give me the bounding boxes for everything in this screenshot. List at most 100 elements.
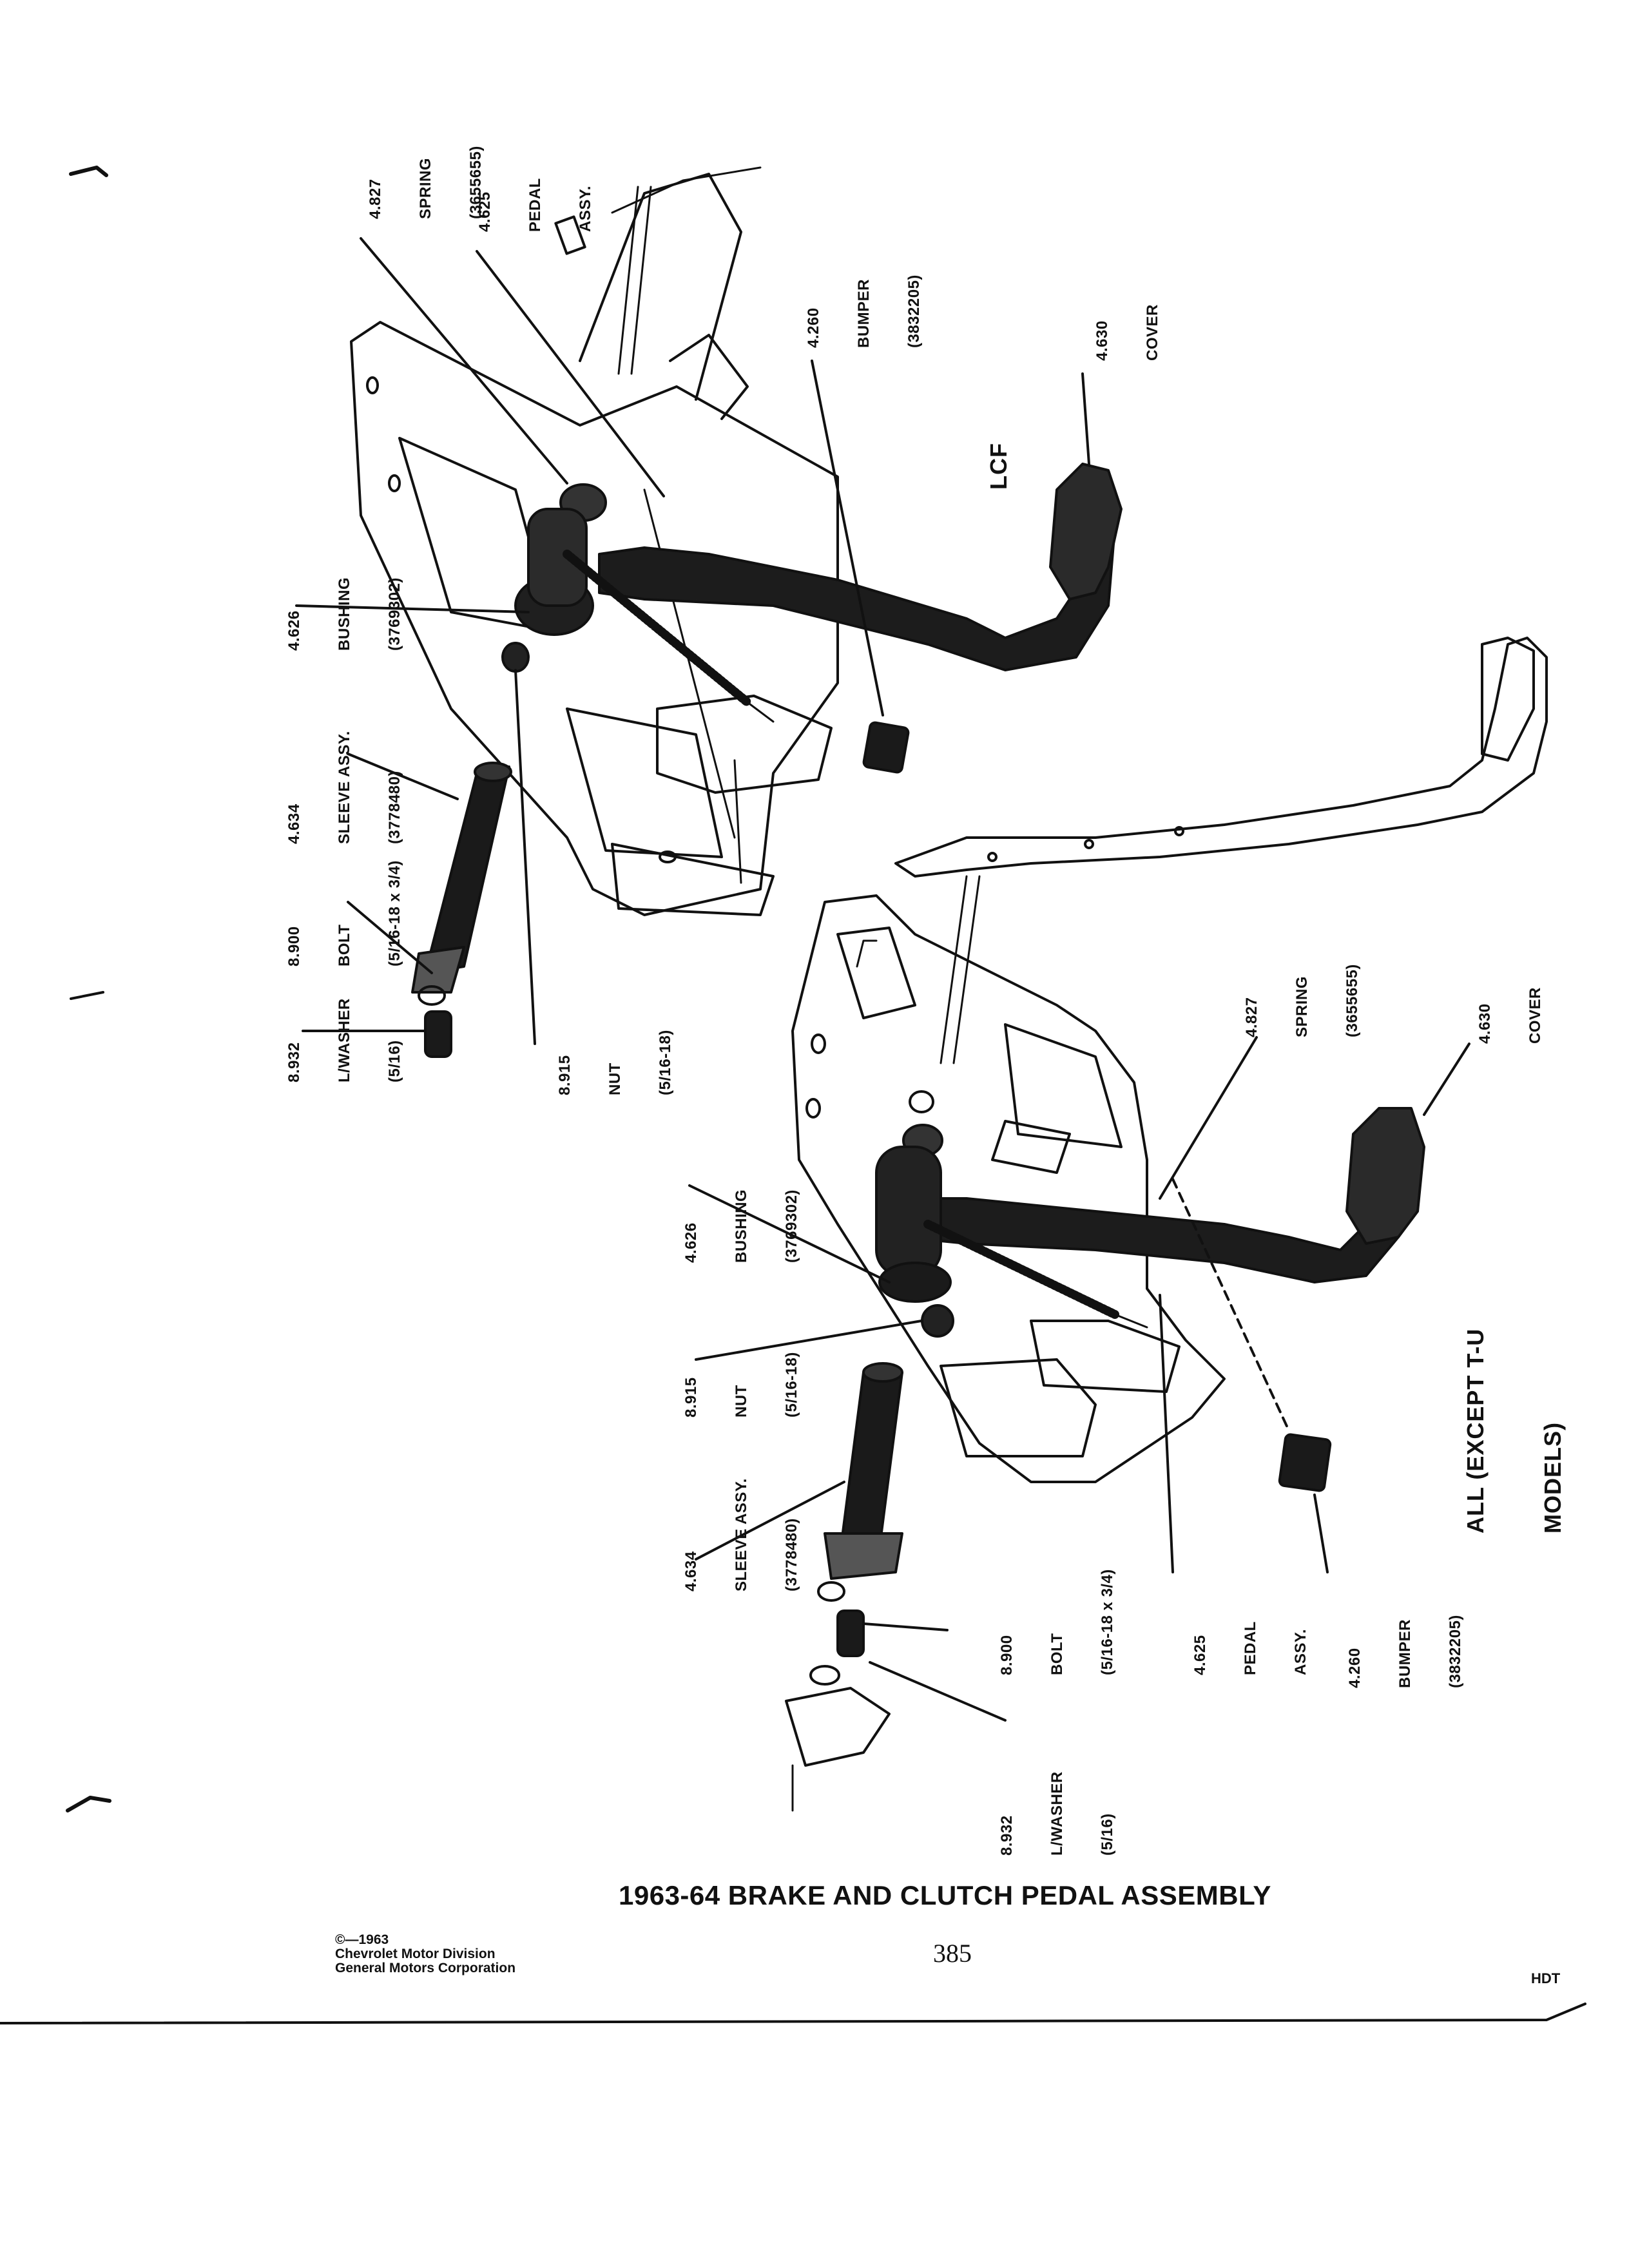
callout-number: 4.630 [1094, 320, 1111, 361]
callout-number: 4.625 [476, 191, 494, 232]
callout-bottom-pedal: 4.625 PEDAL ASSY. [1159, 1621, 1326, 1675]
callout-number: 8.915 [682, 1377, 700, 1418]
lcf-nut [501, 642, 530, 673]
callout-partno: (3769302) [783, 1189, 800, 1263]
group-label-line: ALL (EXCEPT T-U [1462, 1328, 1489, 1533]
clutch-pedal-outline [894, 637, 1548, 878]
callout-bottom-spring: 4.827 SPRING (3655655) [1210, 964, 1378, 1037]
callout-number: 4.626 [682, 1222, 700, 1263]
callout-part: SPRING [417, 157, 434, 219]
group-label-text: LCF [985, 443, 1012, 490]
callout-number: 8.932 [285, 1042, 303, 1082]
all-nut [921, 1304, 954, 1338]
group-label-lcf: LCF [934, 443, 1037, 490]
group-label-all: ALL (EXCEPT T-U MODELS) [1411, 1329, 1592, 1533]
callout-number: 4.626 [285, 610, 303, 651]
page-number: 385 [933, 1939, 972, 1968]
callout-bottom-washer: 8.932 L/WASHER (5/16) [965, 1771, 1133, 1856]
callout-number: 4.827 [367, 178, 384, 219]
callout-part: SPRING [1293, 975, 1311, 1037]
callout-part: L/WASHER [336, 998, 353, 1082]
copyright-block: ©—1963 Chevrolet Motor Division General … [335, 1933, 516, 1975]
callout-number: 8.915 [556, 1055, 574, 1095]
callout-top-pedal: 4.625 PEDAL ASSY. [443, 178, 611, 232]
callout-part: BOLT [336, 924, 353, 966]
lcf-return-spring [563, 550, 775, 723]
copyright-line: ©—1963 [335, 1932, 389, 1947]
callout-partno: (5/16) [1099, 1813, 1116, 1856]
division-line: Chevrolet Motor Division [335, 1946, 496, 1961]
all-bolt [836, 1610, 865, 1657]
callout-partno: ASSY. [577, 186, 594, 232]
callout-part: L/WASHER [1048, 1771, 1066, 1856]
callout-partno: (3832205) [1447, 1615, 1464, 1688]
lcf-bolt [424, 1010, 452, 1058]
all-return-spring [923, 1220, 1148, 1329]
callout-partno: (3655655) [1344, 964, 1361, 1037]
callout-bottom-cover: 4.630 COVER [1443, 987, 1561, 1044]
callout-number: 8.900 [285, 926, 303, 966]
corporation-line: General Motors Corporation [335, 1961, 516, 1975]
all-bumper [1278, 1433, 1332, 1492]
callout-number: 4.634 [682, 1551, 700, 1591]
group-label-line: MODELS) [1539, 1422, 1566, 1533]
callout-partno: (5/16) [386, 1040, 403, 1082]
callout-number: 4.634 [285, 803, 303, 844]
callout-number: 8.900 [998, 1635, 1016, 1675]
callout-partno: (3769302) [386, 577, 403, 651]
callout-part: SLEEVE ASSY. [336, 731, 353, 844]
callout-partno: (3778480) [386, 771, 403, 844]
page-title: 1963-64 BRAKE AND CLUTCH PEDAL ASSEMBLY [619, 1880, 1271, 1910]
callout-number: 4.630 [1476, 1003, 1494, 1044]
lcf-pedal-pad [1049, 463, 1123, 601]
callout-number: 4.260 [805, 307, 822, 348]
all-bushing [875, 1146, 942, 1277]
callout-partno: ASSY. [1292, 1629, 1309, 1675]
callout-partno: (5/16-18) [783, 1352, 800, 1418]
callout-partno: (3832205) [905, 274, 923, 348]
callout-part: BUMPER [1396, 1619, 1414, 1688]
callout-partno: (5/16-18 x 3/4) [386, 860, 403, 966]
callout-part: NUT [733, 1385, 750, 1418]
callout-part: BUMPER [855, 278, 872, 348]
callout-part: PEDAL [526, 178, 544, 232]
callout-bottom-sleeve: 4.634 SLEEVE ASSY. (3778480) [650, 1478, 817, 1591]
all-pedal-assembly [785, 637, 1548, 1812]
callout-part: COVER [1144, 304, 1161, 361]
callout-number: 4.260 [1346, 1648, 1364, 1688]
callout-number: 8.932 [998, 1815, 1016, 1856]
brake-pedal-arm [901, 1120, 1412, 1283]
leader-lines [295, 237, 1470, 1722]
all-support-bracket [791, 894, 1226, 1483]
callout-bottom-bumper: 4.260 BUMPER (3832205) [1313, 1615, 1481, 1688]
lcf-pedal-assembly [350, 166, 1123, 1058]
lcf-sleeve [424, 765, 510, 974]
callout-part: NUT [606, 1062, 624, 1095]
callout-number: 4.827 [1243, 997, 1260, 1037]
callout-top-bushing: 4.626 BUSHING (3769302) [253, 577, 420, 651]
lcf-support-bracket [350, 321, 839, 916]
callout-part: SLEEVE ASSY. [733, 1478, 750, 1591]
callout-partno: (5/16-18) [657, 1030, 674, 1095]
callout-top-cover: 4.630 COVER [1061, 304, 1178, 361]
callout-top-nut: 8.915 NUT (5/16-18) [523, 1030, 691, 1095]
callout-top-bolt: 8.900 BOLT (5/16-18 x 3/4) [253, 860, 420, 966]
brake-pedal-pad [1345, 1107, 1425, 1245]
callout-part: PEDAL [1242, 1621, 1259, 1675]
callout-partno: (3778480) [783, 1518, 800, 1591]
callout-bottom-nut: 8.915 NUT (5/16-18) [650, 1352, 817, 1418]
callout-top-bumper: 4.260 BUMPER (3832205) [772, 274, 940, 348]
callout-part: COVER [1527, 987, 1544, 1044]
callout-bottom-bolt: 8.900 BOLT (5/16-18 x 3/4) [965, 1569, 1133, 1675]
callout-bottom-bushing: 4.626 BUSHING (3769302) [650, 1189, 817, 1263]
callout-top-washer: 8.932 L/WASHER (5/16) [253, 998, 420, 1082]
callout-top-sleeve: 4.634 SLEEVE ASSY. (3778480) [253, 731, 420, 844]
callout-part: BUSHING [336, 577, 353, 651]
callout-partno: (5/16-18 x 3/4) [1099, 1569, 1116, 1675]
lcf-bumper [862, 721, 910, 774]
callout-number: 4.625 [1191, 1635, 1209, 1675]
callout-part: BOLT [1048, 1633, 1066, 1675]
callout-part: BUSHING [733, 1189, 750, 1263]
